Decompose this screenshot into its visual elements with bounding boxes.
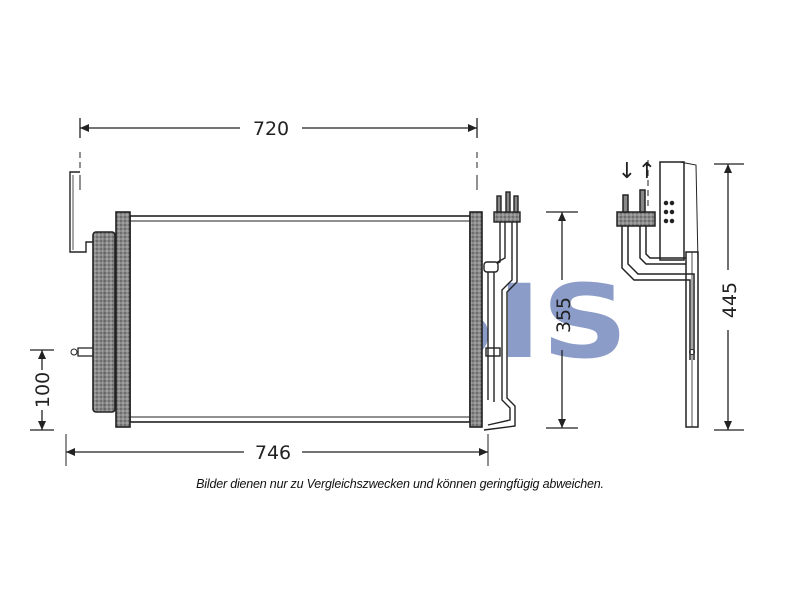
dim-top-width-label: 720 [253,118,289,140]
condenser-front-view [65,152,521,466]
dimension-lines [30,118,744,456]
lower-left-bracket [77,347,93,357]
right-pipes [483,191,521,431]
left-header-tank [115,211,131,428]
dim-total-height-label: 445 [719,282,741,318]
dim-bracket-offset-label: 100 [32,372,54,408]
upper-left-bracket [69,171,93,253]
flow-down-arrow: ↓ [618,159,636,184]
condenser-side-view [616,160,699,428]
disclaimer-caption: Bilder dienen nur zu Vergleichszwecken u… [196,477,604,491]
right-header-tank [469,211,483,428]
dim-bottom-width-label: 746 [255,442,291,464]
flow-up-arrow: ↑ [638,159,656,184]
condenser-core [129,215,471,423]
dim-core-height-label: 355 [553,297,575,333]
